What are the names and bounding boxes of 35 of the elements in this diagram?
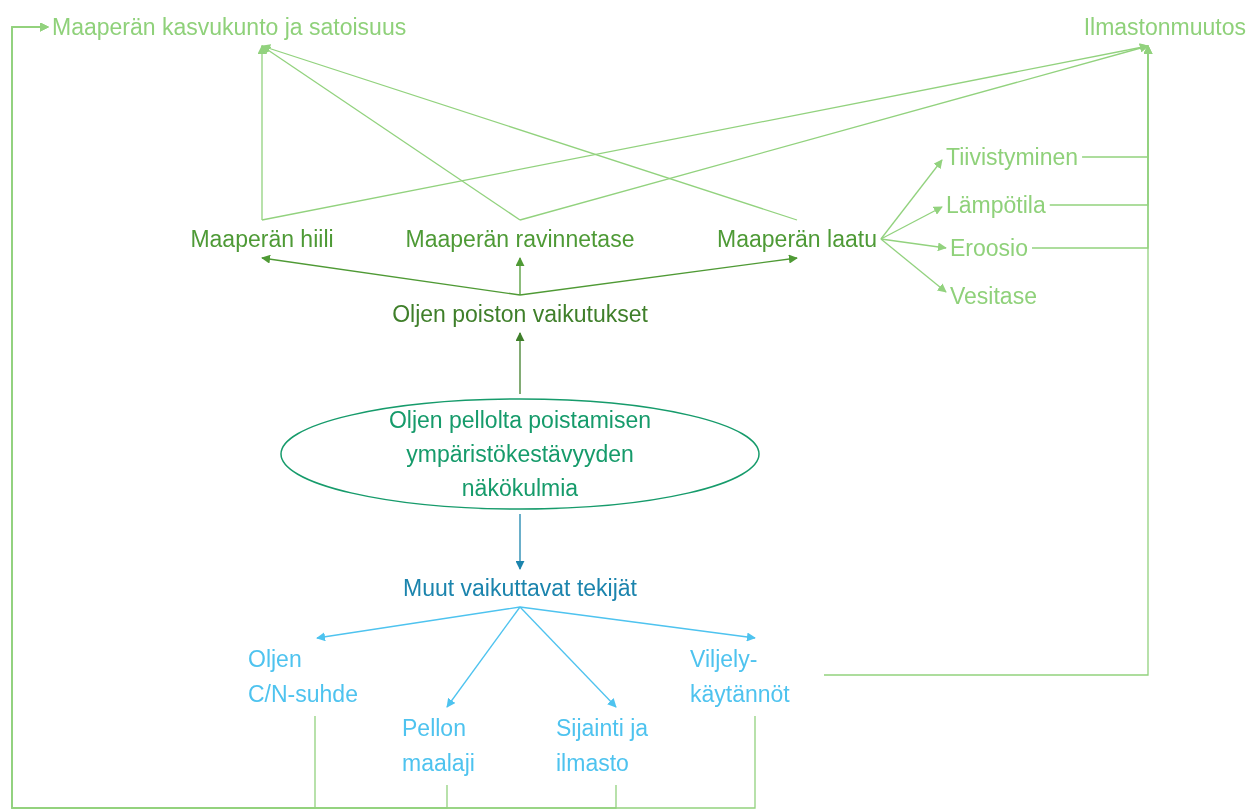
arrow: [880, 238, 947, 293]
arrow: [823, 45, 1153, 676]
arrow: [880, 159, 943, 240]
effect-label: Maaperän ravinnetase: [405, 224, 635, 254]
arrow: [519, 254, 798, 296]
arrow: [11, 22, 756, 809]
arrow: [519, 606, 756, 642]
factor-label: Eroosio: [950, 233, 1028, 263]
effect-label: Maaperän hiili: [190, 224, 334, 254]
arrow: [519, 606, 617, 708]
arrow: [261, 254, 521, 296]
factor-label: Pellon maalaji: [402, 711, 492, 781]
factor-label: Sijainti ja ilmasto: [556, 711, 676, 781]
arrow: [515, 257, 525, 296]
arrow: [515, 513, 525, 570]
heading-label: Muut vaikuttavat tekijät: [403, 573, 637, 603]
effect-label: Maaperän laatu: [717, 224, 877, 254]
heading-label: Oljen poiston vaikutukset: [392, 299, 648, 329]
outcome-label: Ilmastonmuutos: [1083, 12, 1246, 42]
factor-label: Lämpötila: [946, 190, 1046, 220]
factor-label: Tiivistyminen: [946, 142, 1079, 172]
arrow: [261, 45, 521, 221]
arrow: [316, 606, 521, 642]
topic-ellipse: Oljen pellolta poistamisen ympäristökestävyyden näkökulmia: [280, 398, 760, 510]
arrow: [257, 45, 267, 221]
outcome-label: Maaperän kasvukunto ja satoisuus: [52, 12, 407, 42]
arrow: [515, 332, 525, 395]
factor-label: Viljely- käytännöt: [690, 642, 820, 712]
factor-label: Vesitase: [950, 281, 1037, 311]
arrow: [880, 206, 943, 240]
arrow: [261, 44, 798, 221]
arrow: [446, 606, 521, 708]
arrow: [880, 238, 947, 252]
factor-label: Oljen C/N-suhde: [248, 642, 388, 712]
arrow: [519, 43, 1149, 221]
